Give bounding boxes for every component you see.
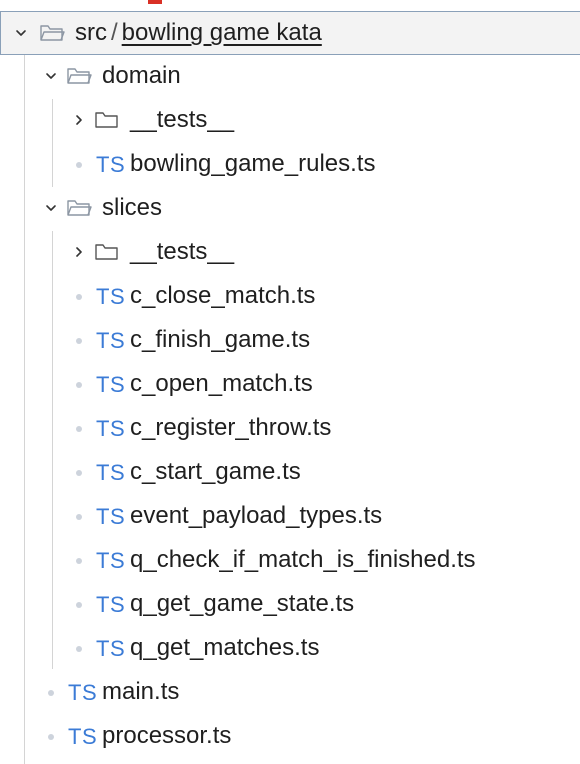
file-label: q_get_game_state.ts: [130, 590, 355, 617]
indent-guide-slices: [52, 231, 53, 669]
tree-row-file[interactable]: TS c_open_match.ts: [0, 363, 580, 407]
tree-row-file[interactable]: TS q_get_game_state.ts: [0, 583, 580, 627]
folder-open-icon: [40, 25, 65, 41]
typescript-file-icon: TS: [96, 592, 126, 617]
typescript-file-icon: TS: [96, 460, 126, 485]
indent-guide-root: [24, 55, 25, 764]
file-dot-icon: [76, 558, 82, 564]
tree-row-file[interactable]: TS c_register_throw.ts: [0, 407, 580, 451]
breadcrumb-segment-src[interactable]: src: [75, 19, 107, 46]
file-label: bowling_game_rules.ts: [130, 150, 376, 177]
file-dot-icon: [76, 514, 82, 520]
typescript-file-icon: TS: [96, 372, 126, 397]
tree-row-file[interactable]: TS main.ts: [0, 671, 580, 715]
file-dot-icon: [76, 382, 82, 388]
chevron-right-icon[interactable]: [73, 114, 85, 126]
tree-row-file[interactable]: TS q_get_matches.ts: [0, 627, 580, 671]
file-dot-icon: [76, 470, 82, 476]
error-marker: [148, 0, 162, 4]
file-dot-icon: [76, 426, 82, 432]
tree-row-file[interactable]: TS q_check_if_match_is_finished.ts: [0, 539, 580, 583]
tree-row-domain[interactable]: domain: [0, 55, 580, 99]
file-label: q_check_if_match_is_finished.ts: [130, 546, 476, 573]
typescript-file-icon: TS: [68, 680, 98, 705]
file-label: c_close_match.ts: [130, 282, 316, 309]
tree-row-file[interactable]: TS processor.ts: [0, 715, 580, 759]
file-dot-icon: [76, 602, 82, 608]
chevron-down-icon[interactable]: [45, 202, 57, 214]
file-label: c_finish_game.ts: [130, 326, 311, 353]
chevron-down-icon[interactable]: [15, 27, 27, 39]
typescript-file-icon: TS: [96, 548, 126, 573]
folder-label: slices: [102, 194, 163, 221]
file-label: event_payload_types.ts: [130, 502, 383, 529]
tree-row-file[interactable]: TS c_finish_game.ts: [0, 319, 580, 363]
folder-open-icon: [67, 68, 92, 84]
file-dot-icon: [76, 338, 82, 344]
file-label: c_start_game.ts: [130, 458, 301, 485]
typescript-file-icon: TS: [96, 636, 126, 661]
file-dot-icon: [76, 162, 82, 168]
tree-row-file[interactable]: TS c_start_game.ts: [0, 451, 580, 495]
chevron-down-icon[interactable]: [45, 70, 57, 82]
file-label: c_open_match.ts: [130, 370, 313, 397]
tree-row-file[interactable]: TS c_close_match.ts: [0, 275, 580, 319]
file-dot-icon: [76, 294, 82, 300]
file-label: c_register_throw.ts: [130, 414, 332, 441]
file-dot-icon: [48, 690, 54, 696]
file-dot-icon: [76, 646, 82, 652]
typescript-file-icon: TS: [68, 724, 98, 749]
typescript-file-icon: TS: [96, 328, 126, 353]
typescript-file-icon: TS: [96, 504, 126, 529]
breadcrumb-separator: /: [111, 19, 118, 46]
breadcrumb-path: src/bowling game kata: [75, 18, 322, 48]
folder-label: __tests__: [130, 106, 235, 133]
tree-row-root[interactable]: src/bowling game kata: [0, 11, 580, 55]
typescript-file-icon: TS: [96, 152, 126, 177]
chevron-right-icon[interactable]: [73, 246, 85, 258]
tree-row-slices[interactable]: slices: [0, 187, 580, 231]
file-label: q_get_matches.ts: [130, 634, 320, 661]
folder-closed-icon: [95, 112, 118, 128]
folder-label: __tests__: [130, 238, 235, 265]
file-dot-icon: [48, 734, 54, 740]
folder-label: domain: [102, 62, 181, 89]
tree-row-slices-tests[interactable]: __tests__: [0, 231, 580, 275]
folder-open-icon: [67, 200, 92, 216]
tree-row-domain-tests[interactable]: __tests__: [0, 99, 580, 143]
tree-row-file[interactable]: TS bowling_game_rules.ts: [0, 143, 580, 187]
indent-guide-domain: [52, 99, 53, 187]
typescript-file-icon: TS: [96, 284, 126, 309]
file-label: main.ts: [102, 678, 180, 705]
typescript-file-icon: TS: [96, 416, 126, 441]
tree-row-file[interactable]: TS event_payload_types.ts: [0, 495, 580, 539]
breadcrumb-segment-folder[interactable]: bowling game kata: [121, 19, 322, 46]
file-label: processor.ts: [102, 722, 232, 749]
folder-closed-icon: [95, 244, 118, 260]
